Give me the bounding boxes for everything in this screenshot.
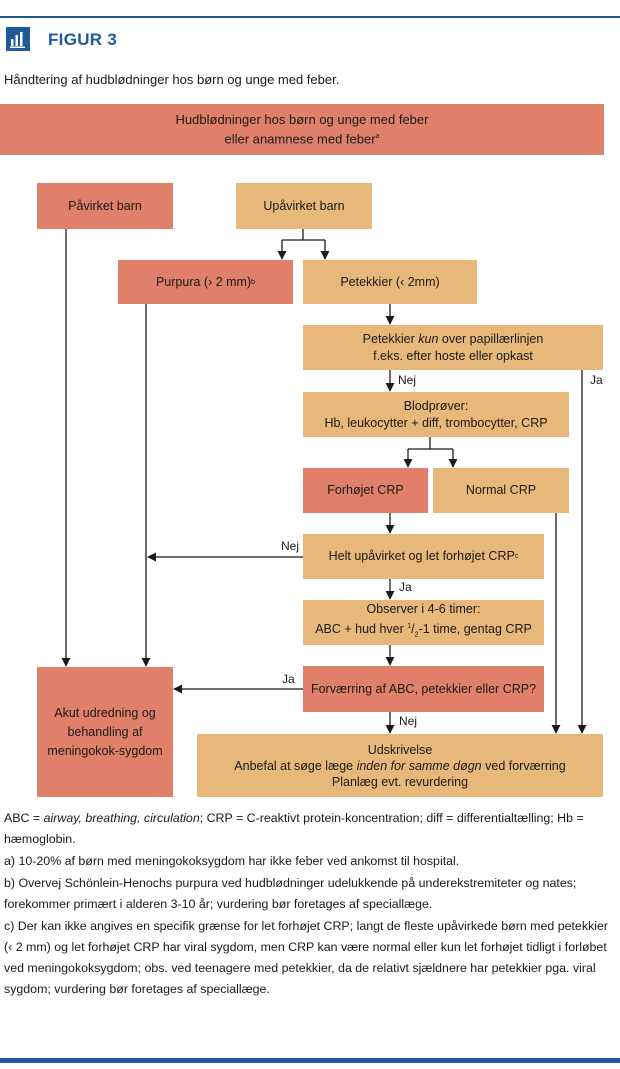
box-fever-skin-bleeding: Hudblødninger hos børn og unge med feber… xyxy=(0,104,604,155)
figure-subtitle: Håndtering af hudblødninger hos børn og … xyxy=(4,72,340,87)
blod-line1: Blodprøver: xyxy=(403,398,469,413)
box-udskrivelse: Udskrivelse Anbefal at søge læge inden f… xyxy=(197,734,603,797)
box-forvaerring-label: Forværring af ABC, petekkier eller CRP? xyxy=(310,681,537,696)
footnote-ref-c: c xyxy=(514,553,519,560)
observer-line1: Observer i 4-6 timer: xyxy=(366,602,481,617)
udskrivelse-line1: Udskrivelse xyxy=(367,742,433,757)
box-akut-udredning: Akut udredning og behandling af meningok… xyxy=(37,667,173,797)
box-petekkier-label: Petekkier (‹ 2mm) xyxy=(340,274,440,289)
box-petekkier-papillaerlinjen: Petekkier kun over papillærlinjen f.eks.… xyxy=(303,325,603,370)
box-purpura: Purpura (› 2 mm)b xyxy=(118,260,293,304)
box-petekkier: Petekkier (‹ 2mm) xyxy=(303,260,477,304)
footnote-abc-pre: ABC = xyxy=(4,811,44,825)
box-observer: Observer i 4-6 timer: ABC + hud hver 1/2… xyxy=(303,600,544,645)
observer-line2-pre: ABC + hud hver xyxy=(315,622,408,637)
flow-connectors xyxy=(61,229,587,734)
box-paavirket-barn: Påvirket barn xyxy=(37,183,173,229)
box-akut-label: Akut udredning og behandling af meningok… xyxy=(47,705,163,758)
box-forvaerring: Forværring af ABC, petekkier eller CRP? xyxy=(303,666,544,712)
footnotes: ABC = airway, breathing, circulation; CR… xyxy=(4,808,610,1001)
box-forhojet-crp: Forhøjet CRP xyxy=(303,468,428,513)
footnote-ref-a: a xyxy=(375,133,380,141)
footnote-b: b) Overvej Schönlein-Henochs purpura ved… xyxy=(4,876,577,911)
box-forhojet-label: Forhøjet CRP xyxy=(327,483,404,497)
box-blodproever: Blodprøver: Hb, leukocytter + diff, trom… xyxy=(303,392,569,437)
edge-label-ja-forv: Ja xyxy=(282,672,295,686)
box-fever-line2: eller anamnese med feber xyxy=(224,131,376,147)
box-helt-label: Helt upåvirket og let forhøjet CRP xyxy=(328,549,515,563)
edge-label-nej-papil: Nej xyxy=(398,373,417,387)
blod-line2: Hb, leukocytter + diff, trombocytter, CR… xyxy=(324,415,548,430)
edge-label-nej-helt: Nej xyxy=(281,539,300,553)
box-paavirket-label: Påvirket barn xyxy=(68,198,142,213)
footnote-a: a) 10-20% af børn med meningokoksygdom h… xyxy=(4,854,460,868)
footnote-c: c) Der kan ikke angives en specifik græn… xyxy=(4,919,608,996)
footnote-ref-b: b xyxy=(251,278,256,286)
box-fever-line1: Hudblødninger hos børn og unge med feber xyxy=(175,112,429,128)
top-rule xyxy=(0,16,620,18)
papil-text-post: over papillærlinjen xyxy=(438,331,544,346)
box-upaavirket-barn: Upåvirket barn xyxy=(236,183,372,229)
papil-text-em: kun xyxy=(418,331,439,346)
footnote-abbreviations: ABC = airway, breathing, circulation; CR… xyxy=(4,808,610,850)
udskrivelse-line2-pre: Anbefal at søge læge xyxy=(234,758,357,773)
box-upaavirket-label: Upåvirket barn xyxy=(263,198,345,213)
observer-frac-den: 2 xyxy=(414,631,419,639)
figure-label: FIGUR 3 xyxy=(48,30,118,49)
papil-text-pre: Petekkier xyxy=(362,331,419,346)
udskrivelse-line2-em: inden for samme døgn xyxy=(356,758,482,773)
observer-frac-num: 1 xyxy=(407,623,412,631)
udskrivelse-line3: Planlæg evt. revurdering xyxy=(331,774,469,789)
edge-label-nej-forv: Nej xyxy=(399,714,418,728)
bottom-rule xyxy=(0,1058,620,1063)
box-purpura-label: Purpura (› 2 mm) xyxy=(155,274,252,289)
footnote-abc-post: ; CRP = C-reaktivt protein-koncentration… xyxy=(4,811,584,846)
bar-chart-icon xyxy=(6,27,30,51)
papil-text-line2: f.eks. efter hoste eller opkast xyxy=(373,348,533,363)
box-normal-label: Normal CRP xyxy=(465,483,537,497)
observer-line2-post: -1 time, gentag CRP xyxy=(418,622,532,637)
udskrivelse-line2-post: ved forværring xyxy=(481,758,566,773)
edge-label-ja-papil: Ja xyxy=(590,373,603,387)
box-normal-crp: Normal CRP xyxy=(433,468,569,513)
edge-label-ja-helt: Ja xyxy=(399,580,412,594)
footnote-abc-em: airway, breathing, circulation xyxy=(43,811,200,825)
